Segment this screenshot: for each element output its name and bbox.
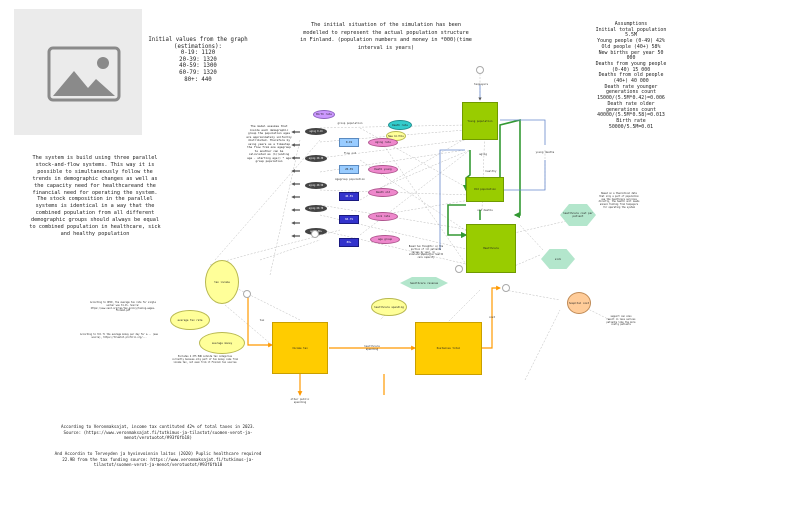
aging-rate-node[interactable]: Aging rate <box>368 138 398 147</box>
assumptions-line: Deaths from young people <box>595 60 667 67</box>
hospital-cost-node[interactable]: hospital cost <box>567 292 591 314</box>
initial-values-line: 0-19: 1120 <box>180 50 216 57</box>
age-group-rate-node[interactable]: aging 20-39 <box>305 155 327 162</box>
image-placeholder-icon <box>47 46 121 102</box>
assumptions-line: Old people (40+) 58% <box>601 43 661 50</box>
old-deaths-flow-label: old deaths <box>477 209 493 212</box>
healthcare-spending-node[interactable]: healthcare spending <box>371 298 407 316</box>
healthcare-revenue-hex[interactable]: healthcare revenue <box>400 277 448 289</box>
assumptions-line: generations count <box>605 106 657 113</box>
assumptions-line: (40+) 40 000 <box>613 78 649 85</box>
assumptions-line: Death rate older <box>607 100 655 107</box>
young-population-stock[interactable]: Young population <box>462 102 498 140</box>
assumptions-line: 5.5M <box>625 32 637 39</box>
kustannus-stock[interactable]: Kustannus total <box>415 322 482 375</box>
flow-out-label: flow out <box>343 152 357 155</box>
support-note: support can also result in less serious … <box>606 315 636 327</box>
assumptions-line: New births per year 50 <box>598 49 664 56</box>
assumptions-line: (0-40) 15 000 <box>611 66 651 73</box>
vero-note: According to Veronmaksajat, income tax c… <box>60 424 256 441</box>
oecd-note: According to OECD, the average tax rate … <box>90 301 156 313</box>
image-placeholder <box>14 9 142 135</box>
sick-flow-note: Based two thoughts: a) the portion of il… <box>408 245 444 260</box>
initial-values-line: Initial values from the graph <box>148 37 248 43</box>
age-group-stock[interactable]: 80+ <box>339 238 359 247</box>
age-group-stock[interactable]: 0-19 <box>339 138 359 147</box>
assumptions-line: 40000/(5.5M*0.58)=0.013 <box>597 112 665 119</box>
assumptions-line: 50000/5.5M=0.01 <box>608 123 654 130</box>
birth-rate-node[interactable]: Birth rate <box>313 110 335 119</box>
system-description: The system is build using three parallel… <box>29 155 161 237</box>
deaths-node[interactable]: Death rate <box>388 120 412 130</box>
healthcare-stock[interactable]: Healthcare <box>466 224 516 273</box>
assumptions-line: Young people (0-49) 42% <box>597 38 665 45</box>
initial-values-line: 80+: 440 <box>184 76 212 83</box>
assumptions-line: 15000/(5.5M*0.42)=0.006 <box>597 95 665 102</box>
age-group-node[interactable]: age group <box>370 235 400 244</box>
assumptions-line: Birth rate <box>616 117 646 124</box>
connector-circle <box>311 230 319 238</box>
other-public-spending-label: other public spending <box>290 398 310 405</box>
age-group-rate-node[interactable]: aging 40-59 <box>305 182 327 189</box>
terveyden-note: And Accordin to Terveyden ja hyvinvoinni… <box>54 451 262 468</box>
assumptions-line: Initial total population <box>595 26 667 33</box>
average-tax-rate-node[interactable]: average Tax rate <box>170 310 210 330</box>
tax-flow-label: tax <box>259 319 265 322</box>
assumptions-line: Deaths from old people <box>598 72 664 79</box>
tax-income-node[interactable]: tax income <box>205 260 239 304</box>
connector-circle <box>243 290 251 298</box>
initial-values-text: Initial values from the graph (estimatio… <box>148 37 248 83</box>
age-group-stock[interactable]: 40-59 <box>339 192 359 201</box>
healthcare-cost-hex[interactable]: healthcare cost per patient <box>560 204 596 226</box>
initial-values-line: 20-39: 1320 <box>179 56 217 63</box>
average-money-node[interactable]: average money <box>199 332 245 354</box>
agegroup-population-label: Agegroup population <box>335 178 365 181</box>
connector-circle <box>455 265 463 273</box>
model-note: The model assumes that inside each demog… <box>246 124 292 163</box>
healthcare-note: Based on a theoretical data that only a … <box>598 192 640 209</box>
assumptions-line: 000 <box>626 55 636 62</box>
income-tax-stock[interactable]: Income tax <box>272 322 328 374</box>
death-old-node[interactable]: Death old <box>368 188 398 197</box>
kustannus-note: Excludes 4 275 EUR outside tax categorie… <box>172 355 238 364</box>
assumptions-text: Assumptions Initial total population 5.5… <box>586 21 676 130</box>
age-group-stock[interactable]: 60-79 <box>339 215 359 224</box>
assumptions-line: Assumptions <box>614 21 648 27</box>
group-population-label: group population <box>337 122 363 125</box>
sick-rate-node[interactable]: Sick rate <box>368 212 398 221</box>
aging-flow-label: aging <box>479 153 487 156</box>
intro-text: The initial situation of the simulation … <box>300 22 472 51</box>
death-young-node[interactable]: Death young <box>368 165 398 174</box>
age-group-rate-node[interactable]: aging 0-19 <box>305 128 327 135</box>
connector-circle <box>476 66 484 74</box>
initial-values-line: (estimations): <box>174 43 222 50</box>
cost-flow-label: cost <box>488 316 496 319</box>
assumptions-line: generations count <box>605 89 657 96</box>
initial-values-line: 40-59: 1300 <box>179 63 217 70</box>
healthy-flow-label: healthy <box>485 170 497 173</box>
taxpayers-label: taxpayers <box>473 83 489 86</box>
assumptions-line: Death rate younger <box>604 83 658 90</box>
old-population-stock[interactable]: Old population <box>466 177 504 202</box>
healthcare-spending-flow-label: healthcare spending <box>364 345 380 352</box>
age-group-stock[interactable]: 20-39 <box>339 165 359 174</box>
connector-circle <box>502 284 510 292</box>
young-deaths-flow-label: young deaths <box>535 151 555 154</box>
sick-flow-hex[interactable]: sick <box>541 249 575 269</box>
age-group-rate-node[interactable]: aging 60-79 <box>305 205 327 212</box>
hospital-note: According to thl.fi the average money pe… <box>80 333 158 339</box>
initial-values-line: 60-79: 1320 <box>179 69 217 76</box>
